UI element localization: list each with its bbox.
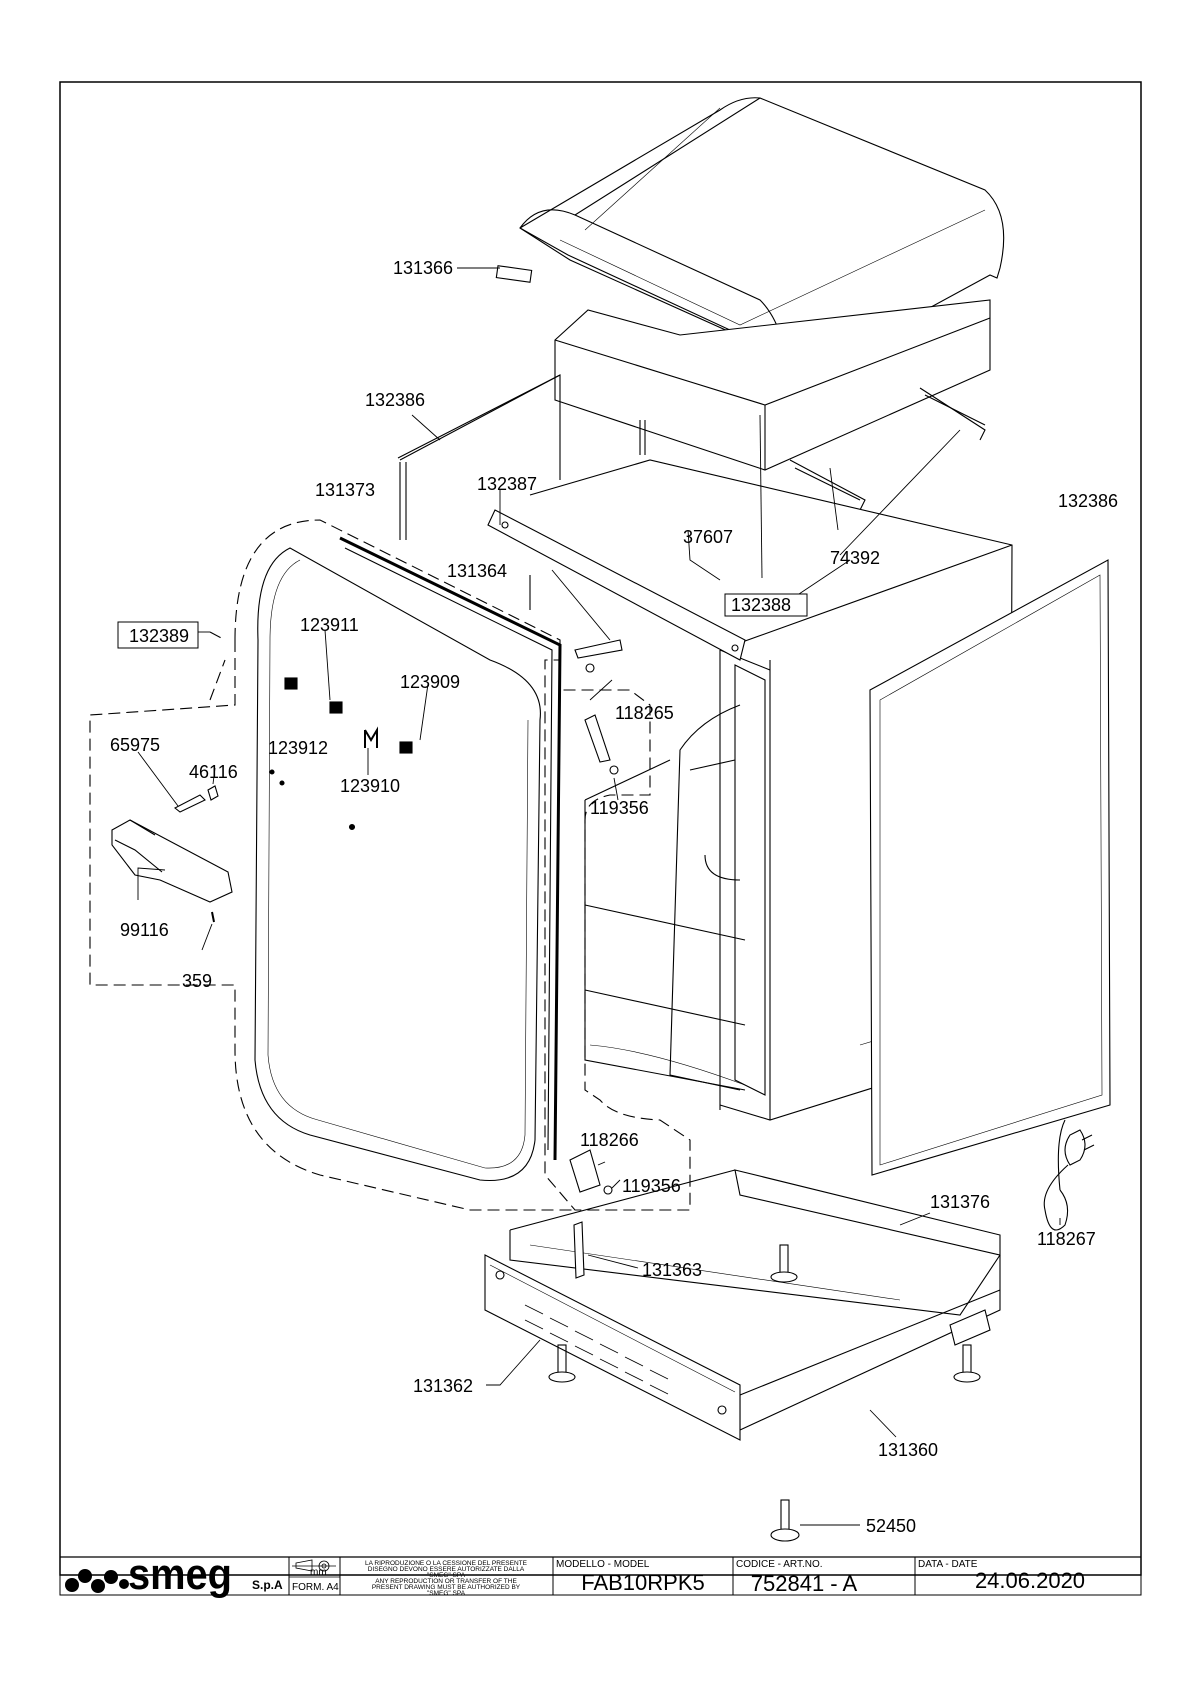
part-label: 359: [182, 971, 212, 991]
lower-hinge: [569, 1149, 613, 1195]
code-value: 752841 - A: [751, 1571, 858, 1596]
assembly-box-132389: [117, 621, 199, 649]
part-label: 37607: [683, 527, 733, 547]
svg-text:ANY REPRODUCTION OR TRANSFER O: ANY REPRODUCTION OR TRANSFER OF THE: [375, 1578, 517, 1585]
date-header: DATA - DATE: [918, 1559, 978, 1570]
svg-text:LA RIPRODUZIONE O LA CESSIONE: LA RIPRODUZIONE O LA CESSIONE DEL PRESEN…: [365, 1560, 528, 1567]
upper-block: [554, 299, 991, 471]
feet: [548, 1244, 981, 1542]
badge-icon: [329, 701, 343, 714]
part-labels: 131366 132386 131373 132387 37607 74392 …: [110, 258, 1118, 1536]
part-label: 123910: [340, 776, 400, 796]
part-label: 46116: [189, 762, 238, 782]
part-label: 131363: [642, 1260, 702, 1280]
lid-clip: [495, 265, 533, 283]
door: [254, 536, 562, 1182]
part-label: 132389: [129, 626, 189, 646]
vent-slots: [524, 1304, 669, 1395]
part-label: 74392: [830, 548, 880, 568]
part-label: 131360: [878, 1440, 938, 1460]
format-label: FORM. A4: [292, 1582, 339, 1593]
model-header: MODELLO - MODEL: [556, 1559, 650, 1570]
part-label: 118266: [580, 1130, 639, 1150]
smeg-logo: smeg S.p.A: [65, 1550, 283, 1599]
svg-text:"SMEG" SPA: "SMEG" SPA: [427, 1572, 466, 1579]
reproduction-notice: LA RIPRODUZIONE O LA CESSIONE DEL PRESEN…: [365, 1560, 528, 1597]
part-label: 132387: [477, 474, 537, 494]
upper-hinge: [574, 639, 623, 775]
unit-label: mm: [310, 1567, 327, 1578]
badge-icon: [284, 677, 298, 690]
part-label: 132386: [365, 390, 425, 410]
right-side-panel: [869, 559, 1111, 1176]
top-rail: [487, 509, 746, 661]
part-label: 131376: [930, 1192, 990, 1212]
part-label: 118267: [1037, 1229, 1096, 1249]
assembly-box-132388: [724, 593, 808, 617]
base-frame: [509, 1169, 1001, 1431]
power-cord-icon: [1043, 1119, 1095, 1231]
svg-text:smeg: smeg: [128, 1550, 232, 1599]
part-label: 99116: [120, 920, 169, 940]
svg-text:PRESENT DRAWING MUST BE AUTHOR: PRESENT DRAWING MUST BE AUTHORIZED BY: [372, 1584, 521, 1591]
badge-icon: [399, 741, 413, 754]
bracket: [573, 1221, 585, 1279]
front-plinth: [484, 1254, 741, 1441]
svg-text:"SMEG" SPA: "SMEG" SPA: [427, 1590, 466, 1597]
code-header: CODICE - ART.NO.: [736, 1559, 823, 1570]
badge-icon: [364, 726, 378, 748]
part-label: 119356: [622, 1176, 681, 1196]
part-label: 132388: [731, 595, 791, 615]
part-label: 131362: [413, 1376, 473, 1396]
svg-text:S.p.A: S.p.A: [252, 1578, 283, 1592]
part-label: 118265: [615, 703, 674, 723]
leader-lines: [137, 267, 1061, 1526]
model-value: FAB10RPK5: [581, 1570, 705, 1595]
part-label: 131364: [447, 561, 507, 581]
date-value: 24.06.2020: [975, 1568, 1085, 1593]
title-block: smeg S.p.A mm FORM. A4 LA RIPRODUZIONE O…: [59, 1550, 1142, 1599]
svg-text:DISEGNO DEVONO ESSERE AUTORIZZ: DISEGNO DEVONO ESSERE AUTORIZZATE DALLA: [368, 1566, 525, 1573]
drawing-frame: [59, 81, 1142, 1576]
part-label: 119356: [590, 798, 649, 818]
part-label: 132386: [1058, 491, 1118, 511]
part-label: 52450: [866, 1516, 916, 1536]
projection-symbol-icon: [292, 1559, 336, 1572]
handle: [111, 785, 233, 923]
appliance-drawing: [89, 97, 1111, 1542]
part-label: 123911: [300, 615, 359, 635]
part-label: 65975: [110, 735, 160, 755]
door-group-outline: [234, 519, 691, 1211]
part-label: 123912: [268, 738, 328, 758]
part-label: 131373: [315, 480, 375, 500]
part-label: 131366: [393, 258, 453, 278]
part-label: 123909: [400, 672, 460, 692]
